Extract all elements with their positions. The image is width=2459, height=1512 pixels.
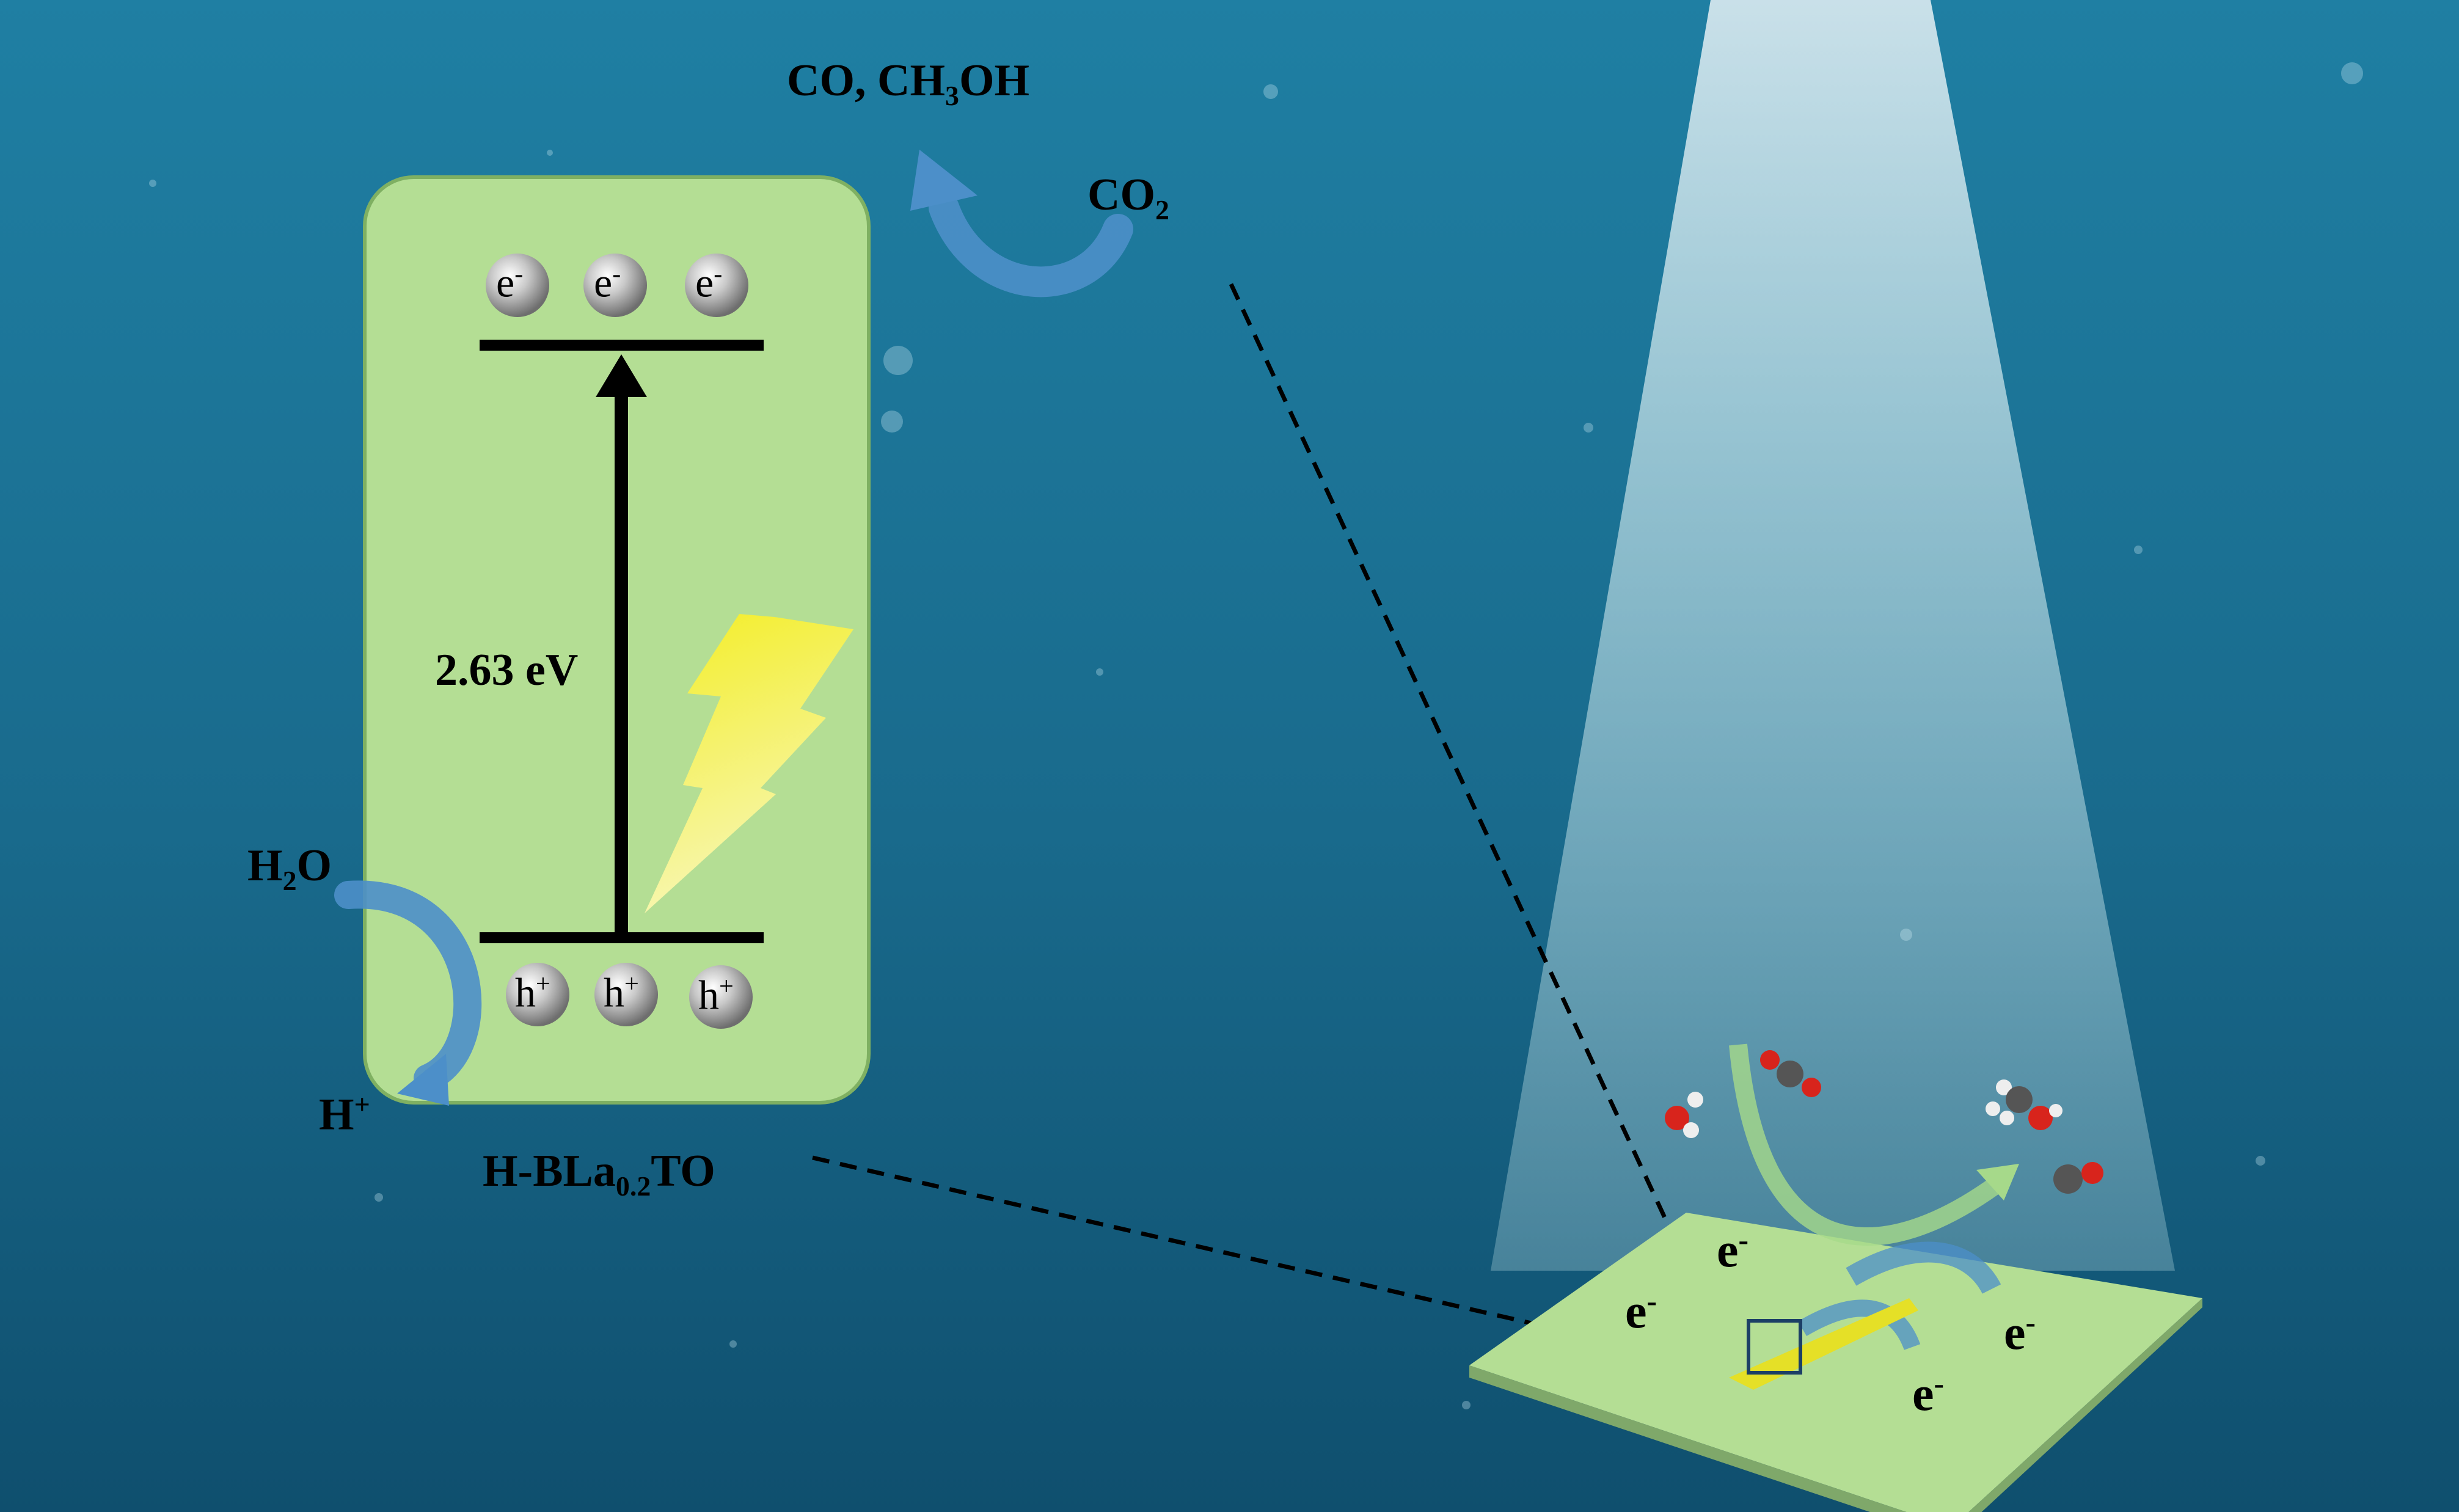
products-text-end: OH bbox=[959, 56, 1030, 106]
electron-sphere bbox=[486, 254, 549, 317]
electron-sphere bbox=[583, 254, 647, 317]
plate-electron-symbol: e bbox=[1625, 1285, 1647, 1339]
plate-blue-curve bbox=[1797, 1299, 1921, 1351]
catalyst-label: H-BLa0.2TO bbox=[483, 1149, 715, 1200]
products-text: CO, CH bbox=[787, 56, 945, 106]
oxidation-reactant-label: H2O bbox=[247, 843, 332, 895]
catalyst-plate bbox=[1469, 1213, 2202, 1512]
light-beam bbox=[1491, 0, 2175, 1271]
electron-label: e- bbox=[594, 259, 621, 306]
water-molecule bbox=[1665, 1092, 1703, 1138]
plate-electron-charge: - bbox=[1934, 1367, 1945, 1400]
catalyst-text: H-BLa bbox=[483, 1146, 616, 1196]
electron-symbol: e bbox=[695, 259, 714, 306]
plate-electron-symbol: e bbox=[1717, 1224, 1739, 1278]
water-text-end: O bbox=[296, 841, 332, 891]
hole-charge: + bbox=[536, 970, 550, 998]
hole-sphere bbox=[594, 963, 658, 1026]
co2-molecule bbox=[1760, 1050, 1821, 1097]
electron-sphere bbox=[685, 254, 748, 317]
plate-blue-curve bbox=[1846, 1241, 2001, 1295]
plate-electron-charge: - bbox=[1646, 1284, 1657, 1318]
co-molecule bbox=[2053, 1162, 2103, 1194]
reactant-subscript: 2 bbox=[1155, 194, 1169, 225]
band-gap-label: 2.63 eV bbox=[435, 645, 579, 695]
hole-symbol: h bbox=[604, 969, 624, 1016]
catalyst-subscript: 0.2 bbox=[615, 1170, 651, 1202]
hole-charge: + bbox=[624, 970, 639, 998]
electron-label: e- bbox=[695, 259, 723, 306]
water-text: H bbox=[247, 841, 283, 891]
plate-green-arrowhead bbox=[1976, 1164, 2019, 1200]
hole-label: h+ bbox=[515, 971, 550, 1013]
catalyst-text-end: TO bbox=[651, 1146, 715, 1196]
reduction-arrowhead bbox=[910, 150, 977, 211]
plate-electron: e- bbox=[1717, 1225, 1748, 1276]
plate-green-arrow bbox=[1729, 1043, 2009, 1246]
plate-electron: e- bbox=[1625, 1286, 1657, 1337]
hole-label: h+ bbox=[698, 971, 734, 1018]
plate-electron-charge: - bbox=[2025, 1306, 2036, 1339]
dashed-leader-top bbox=[1229, 283, 1734, 1364]
hole-symbol: h bbox=[515, 969, 536, 1016]
hole-charge: + bbox=[719, 972, 734, 1001]
products-subscript: 3 bbox=[945, 79, 959, 111]
plate-electron: e- bbox=[1912, 1368, 1944, 1419]
lightning-strip bbox=[1729, 1298, 1918, 1390]
electron-charge: - bbox=[612, 260, 621, 288]
electron-label: e- bbox=[496, 259, 524, 306]
reduction-products-label: CO, CH3OH bbox=[787, 58, 1029, 110]
electron-charge: - bbox=[514, 260, 524, 288]
hole-label: h+ bbox=[604, 971, 639, 1013]
reactant-text: CO bbox=[1087, 170, 1155, 220]
excitation-arrowhead bbox=[596, 354, 647, 397]
reduction-reactant-label: CO2 bbox=[1087, 172, 1169, 224]
zoom-box bbox=[1747, 1319, 1802, 1375]
hole-sphere bbox=[689, 965, 753, 1029]
electron-symbol: e bbox=[594, 259, 613, 306]
hole-sphere bbox=[506, 963, 569, 1026]
plate-electron: e- bbox=[2004, 1307, 2036, 1358]
oxidation-product-label: H+ bbox=[319, 1090, 370, 1138]
hole-symbol: h bbox=[698, 971, 719, 1018]
water-subscript: 2 bbox=[282, 864, 297, 896]
proton-superscript: + bbox=[354, 1089, 370, 1120]
plate-electron-charge: - bbox=[1738, 1223, 1749, 1257]
lightning-bolt-icon bbox=[645, 614, 853, 913]
oxidation-arrowhead bbox=[397, 1054, 449, 1106]
methanol-molecule bbox=[1986, 1079, 2063, 1130]
reduction-curved-arrow bbox=[929, 192, 1133, 298]
electron-symbol: e bbox=[496, 259, 515, 306]
oxidation-curved-arrow bbox=[334, 880, 482, 1092]
electron-charge: - bbox=[714, 260, 723, 288]
plate-electron-symbol: e bbox=[1912, 1367, 1934, 1422]
proton-text: H bbox=[319, 1089, 354, 1140]
plate-electron-symbol: e bbox=[2004, 1306, 2026, 1360]
